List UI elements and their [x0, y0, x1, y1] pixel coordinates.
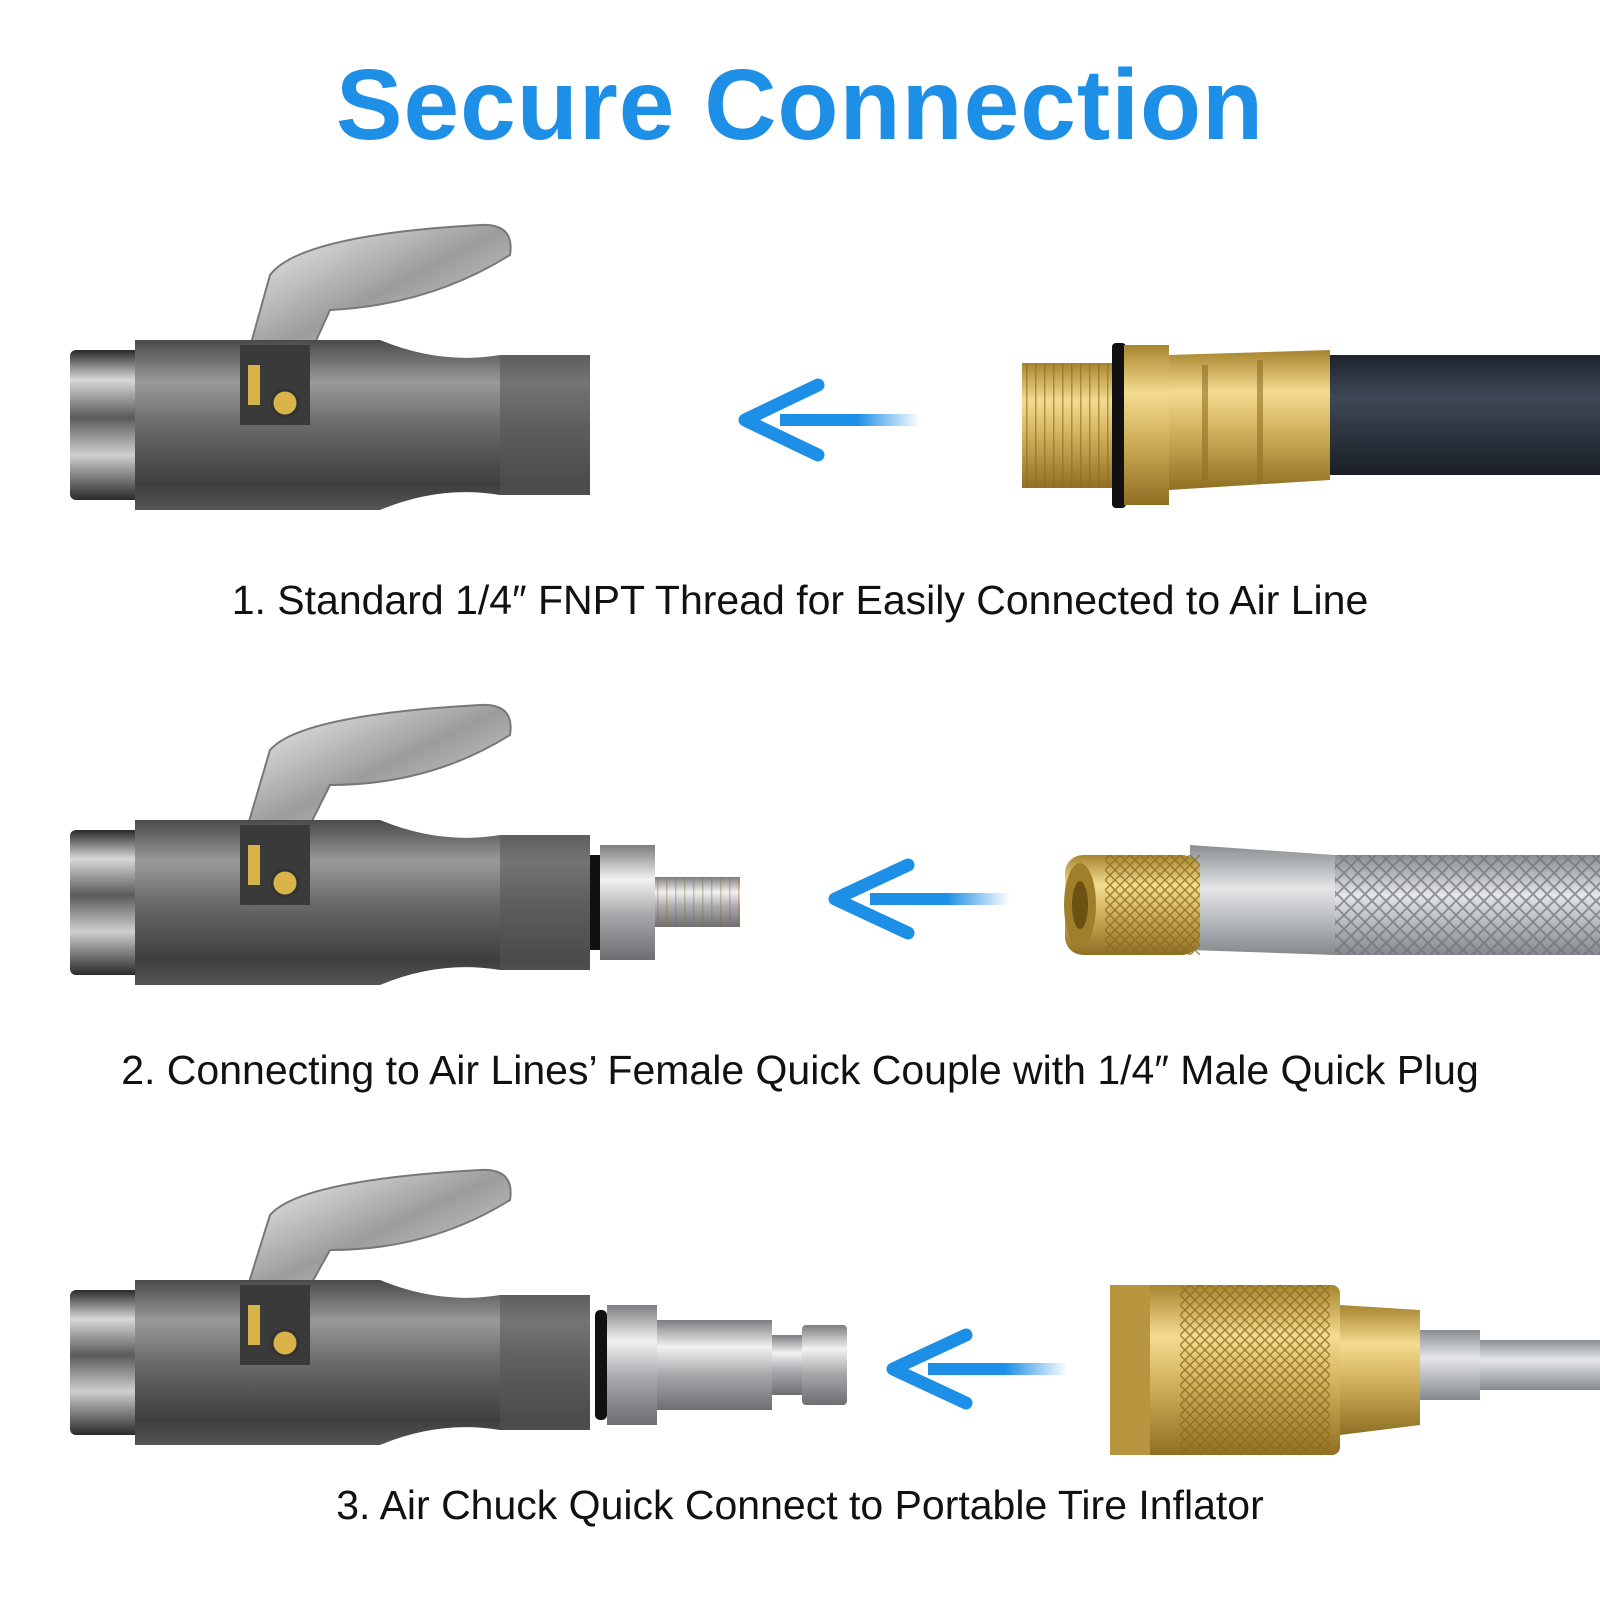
- connection-row-1: 1. Standard 1/4″ FNPT Thread for Easily …: [0, 215, 1600, 635]
- air-chuck-with-quick-plug-icon: [70, 1168, 847, 1445]
- row-caption: 2. Connecting to Air Lines’ Female Quick…: [121, 1047, 1479, 1093]
- connection-row-2: 2. Connecting to Air Lines’ Female Quick…: [0, 703, 1600, 1105]
- direction-arrow-icon: [886, 1328, 1068, 1410]
- row-caption: 3. Air Chuck Quick Connect to Portable T…: [336, 1482, 1264, 1528]
- air-chuck-with-valve-stem-icon: [70, 703, 740, 985]
- direction-arrow-icon: [828, 858, 1010, 940]
- brass-female-braided-hose-icon: [1064, 845, 1600, 955]
- brass-quick-coupler-hose-icon: [1110, 1285, 1600, 1455]
- row-caption: 1. Standard 1/4″ FNPT Thread for Easily …: [231, 577, 1369, 623]
- air-chuck-icon: [70, 223, 590, 510]
- page-title: Secure Connection: [335, 49, 1265, 161]
- brass-male-thread-hose-icon: [1022, 343, 1600, 508]
- direction-arrow-icon: [738, 378, 920, 462]
- connection-row-3: 3. Air Chuck Quick Connect to Portable T…: [0, 1168, 1600, 1565]
